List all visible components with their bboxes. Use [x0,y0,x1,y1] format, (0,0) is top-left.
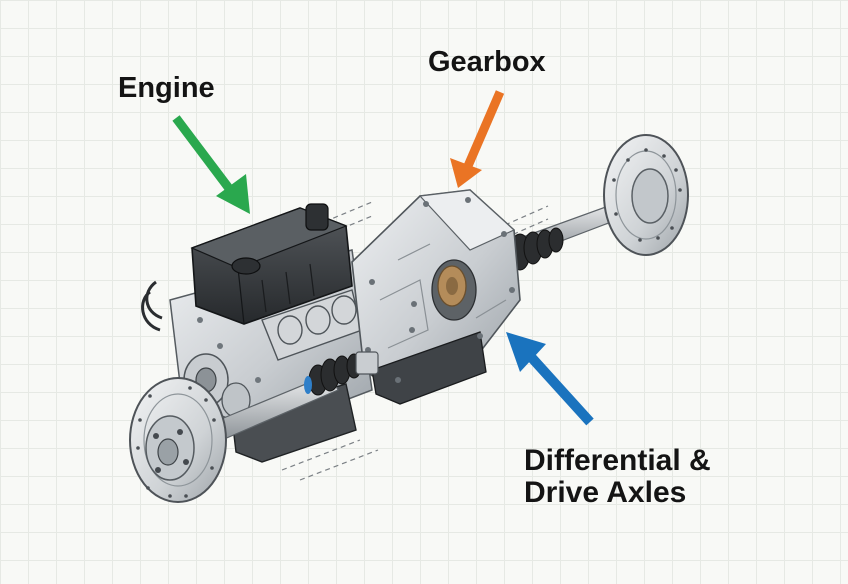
engine-block [141,203,373,463]
gearbox-housing [351,189,521,405]
oil-cap [231,257,261,275]
engine-label: Engine [118,72,215,104]
differential-label-line2: Drive Axles [524,475,687,509]
engine-arrow [172,115,250,214]
differential-arrow [506,332,594,426]
intake-manifold [261,289,363,361]
differential-label: Differential & Drive Axles [524,445,711,509]
differential-label-line1: Differential & [524,444,711,477]
left-drive-axle [213,351,379,441]
right-brake-disc [603,134,689,256]
gearbox-label: Gearbox [428,46,546,78]
left-brake-disc [129,377,227,503]
left-seal-ring [304,376,312,394]
gearbox-arrow [450,90,505,188]
